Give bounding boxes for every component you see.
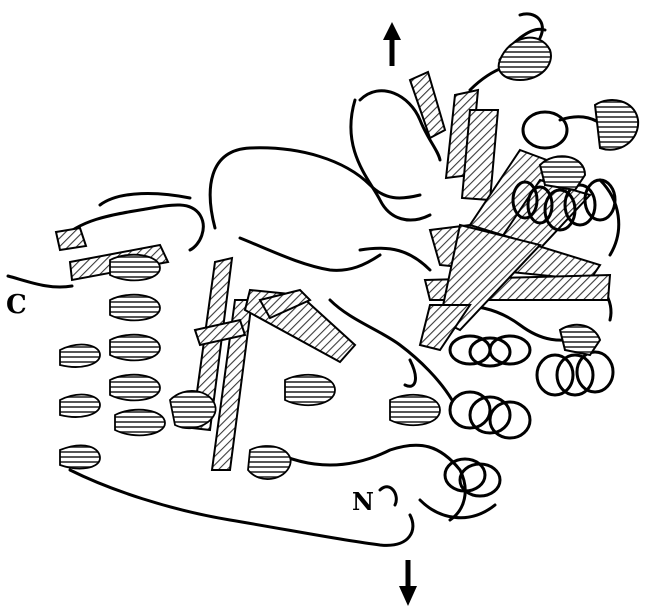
n-terminus-label: N xyxy=(352,490,374,514)
c-terminus-label: C xyxy=(6,292,27,318)
alpha-helices xyxy=(60,255,440,479)
arrow-up-icon xyxy=(383,22,401,66)
arrow-down-icon xyxy=(399,560,417,606)
